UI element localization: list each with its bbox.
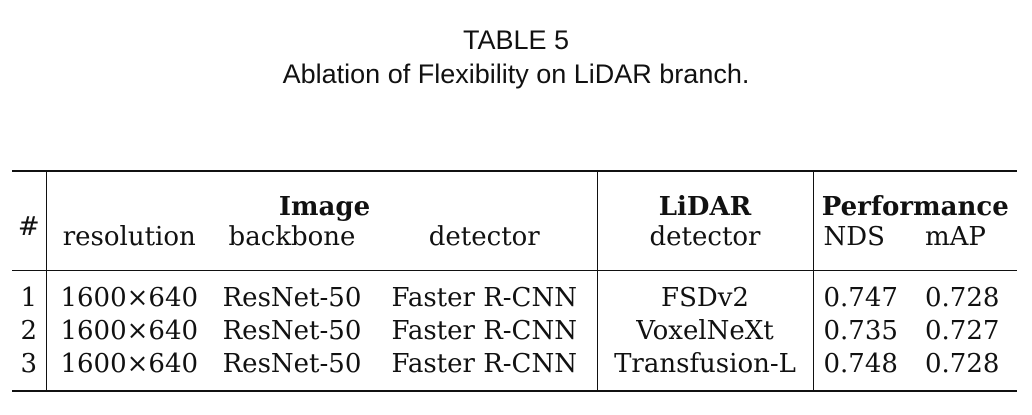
table-caption: Ablation of Flexibility on LiDAR branch.	[282, 59, 750, 89]
backbone-cell: ResNet-50	[222, 315, 362, 346]
resolution-cell: 1600×640	[45, 314, 212, 347]
resolution-cell: 1600×640	[45, 270, 212, 314]
image-detector-cell: Faster R-CNN	[391, 315, 577, 346]
table-label: TABLE 5	[462, 25, 570, 55]
nds-cell: 0.735	[812, 314, 917, 347]
backbone-cell: ResNet-50	[222, 348, 362, 379]
row-index: 2	[20, 315, 38, 346]
header-row-sub: resolution backbone detector detector ND…	[12, 222, 1018, 271]
lidar-group-header: LiDAR	[596, 171, 813, 222]
lidar-detector-cell: Transfusion-L	[596, 347, 813, 391]
row-index: 3	[20, 348, 38, 379]
resolution-cell: 1600×640	[45, 347, 212, 391]
nds-cell: 0.747	[812, 270, 917, 314]
image-detector-cell: Faster R-CNN	[391, 348, 577, 379]
map-cell: 0.728	[925, 282, 1000, 313]
row-index: 1	[20, 282, 38, 313]
table-row: 3 1600×640 ResNet-50 Faster R-CNN Transf…	[12, 347, 1018, 391]
performance-group-header: Performance	[812, 171, 1018, 222]
lidar-detector-cell: VoxelNeXt	[596, 314, 813, 347]
index-header: #	[17, 212, 40, 242]
table-row: 2 1600×640 ResNet-50 Faster R-CNN VoxelN…	[12, 314, 1017, 347]
lidar-detector-cell: FSDv2	[596, 270, 813, 314]
image-detector-cell: Faster R-CNN	[391, 282, 577, 313]
resolution-header: resolution	[45, 222, 212, 271]
table-row: 1 1600×640 ResNet-50 Faster R-CNN FSDv2 …	[12, 270, 1017, 314]
image-detector-header: detector	[428, 222, 540, 252]
map-cell: 0.728	[925, 348, 1000, 379]
nds-header: NDS	[812, 222, 917, 271]
image-group-header: Image	[45, 171, 597, 222]
map-header: mAP	[925, 222, 986, 252]
nds-cell: 0.748	[812, 347, 917, 391]
ablation-table-grid: # Image LiDAR Performance resolution bac…	[12, 170, 1018, 392]
backbone-cell: ResNet-50	[222, 282, 362, 313]
map-cell: 0.727	[925, 315, 1000, 346]
backbone-header: backbone	[228, 222, 356, 252]
ablation-table: # Image LiDAR Performance resolution bac…	[12, 170, 1018, 392]
lidar-detector-header: detector	[596, 222, 813, 271]
header-row-group: # Image LiDAR Performance	[12, 171, 1018, 242]
